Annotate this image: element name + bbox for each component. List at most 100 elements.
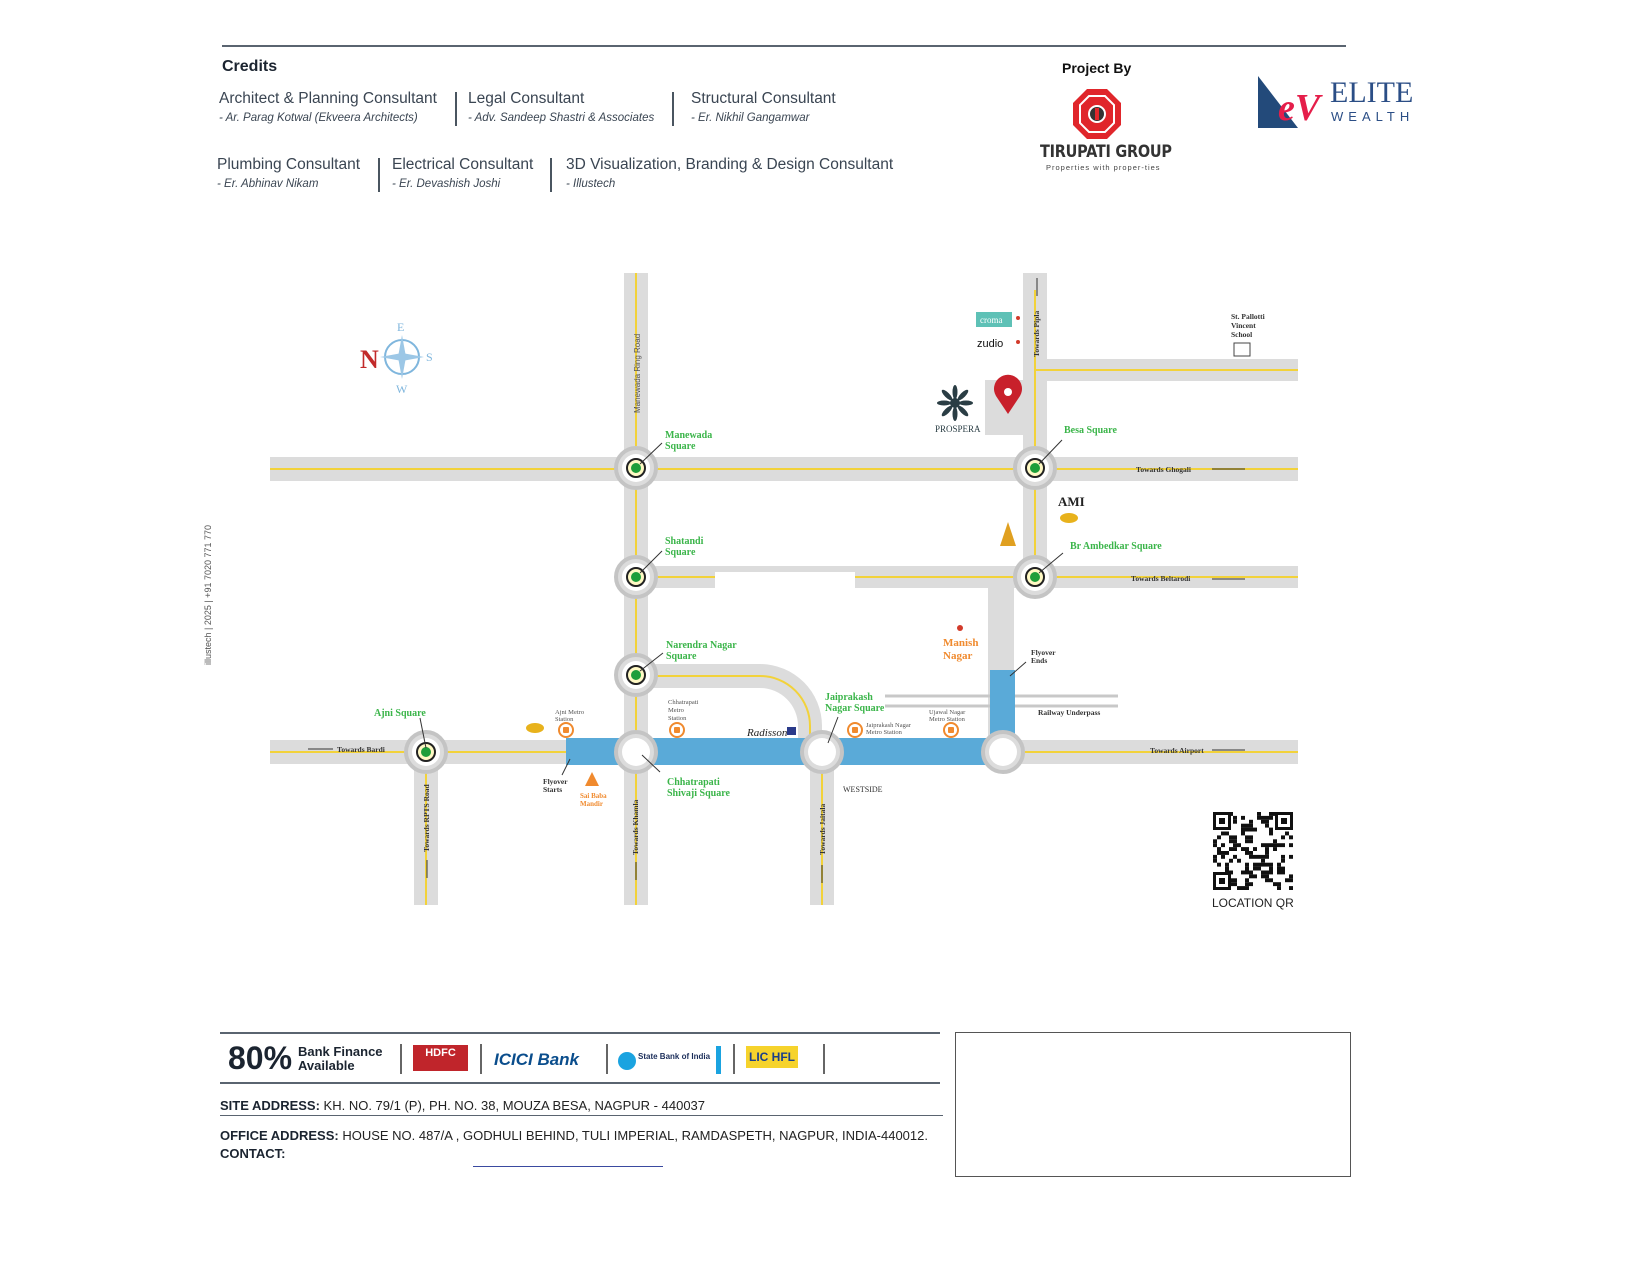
qr-module <box>1217 835 1221 840</box>
qr-module <box>1233 882 1237 887</box>
label-ajni-metro: Ajni Metro <box>555 709 584 716</box>
label-ajni-square: Ajni Square <box>374 708 426 719</box>
label-narendra-square: Narendra Nagar <box>666 640 737 651</box>
qr-module <box>1237 843 1241 848</box>
divider <box>455 92 457 126</box>
label-jaiprakash-square: Jaiprakash <box>825 692 873 703</box>
roundabout-icon <box>404 730 448 774</box>
qr-module <box>1217 862 1221 867</box>
qr-module <box>1221 851 1225 855</box>
metro-stations <box>558 722 959 738</box>
qr-module <box>1249 851 1253 855</box>
prospera-logo-text: PROSPERA <box>935 424 981 434</box>
label-chhatrapati-metro-2: Metro <box>668 707 684 714</box>
credit-name: - Illustech <box>566 178 616 190</box>
contact-link-underline[interactable] <box>473 1166 663 1167</box>
credits-title: Credits <box>222 58 278 75</box>
metro-station-icon <box>943 722 959 738</box>
label-chhatrapati-metro-3: Station <box>668 715 687 722</box>
qr-module <box>1245 882 1249 887</box>
road-curve <box>636 664 822 752</box>
developer-name: TIRUPATI GROUP <box>1040 142 1172 162</box>
project-by-label: Project By <box>1062 60 1132 76</box>
credit-electrical: Electrical Consultant - Er. Devashish Jo… <box>392 156 533 190</box>
label-school-2: Vincent <box>1231 321 1256 330</box>
qr-module <box>1245 839 1249 844</box>
qr-module <box>1265 843 1269 848</box>
hdfc-logo: HDFC <box>413 1045 468 1071</box>
qr-module <box>1217 851 1221 855</box>
qr-module <box>1265 819 1269 824</box>
label-manewada-ring-road: Manewada Ring Road <box>633 334 642 413</box>
qr-module <box>1269 866 1273 871</box>
zudio-logo-text: zudio <box>977 338 1003 350</box>
qr-module <box>1277 843 1281 848</box>
svg-text:eV: eV <box>1278 87 1323 128</box>
qr-module <box>1213 858 1217 863</box>
qr-module <box>1241 847 1245 851</box>
credit-name: - Er. Abhinav Nikam <box>217 178 319 190</box>
finance-top-rule <box>220 1032 940 1034</box>
qr-module <box>1221 854 1225 859</box>
qr-module <box>1257 812 1261 816</box>
site-address: SITE ADDRESS: KH. NO. 79/1 (P), PH. NO. … <box>220 1098 705 1113</box>
qr-module <box>1249 823 1253 828</box>
qr-module <box>1217 847 1221 851</box>
credit-structural: Structural Consultant - Er. Nikhil Ganga… <box>691 90 836 124</box>
elite-wealth-logo-icon: eV <box>1258 76 1323 128</box>
credit-role: 3D Visualization, Branding & Design Cons… <box>566 156 894 173</box>
label-ambedkar-square: Br Ambedkar Square <box>1070 541 1162 552</box>
credit-role: Architect & Planning Consultant <box>219 90 437 107</box>
qr-module <box>1261 858 1265 863</box>
qr-module <box>1269 843 1273 848</box>
qr-module <box>1281 870 1285 875</box>
divider <box>823 1044 825 1074</box>
label-towards-bardi: Towards Bardi <box>337 745 385 754</box>
divider <box>480 1044 482 1074</box>
office-address-value: HOUSE NO. 487/A , GODHULI BEHIND, TULI I… <box>342 1128 928 1143</box>
label-sai-baba: Sai Baba <box>580 792 607 800</box>
label-towards-khamla: Towards Khamla <box>631 799 640 855</box>
qr-module <box>1261 874 1265 879</box>
qr-module <box>1261 870 1265 875</box>
label-narendra-square-2: Square <box>666 651 697 662</box>
label-sai-baba-2: Mandir <box>580 800 603 808</box>
contact: CONTACT: <box>220 1146 285 1161</box>
roundabout-icon <box>981 730 1025 774</box>
qr-module <box>1257 815 1261 820</box>
qr-module <box>1253 874 1257 879</box>
qr-module <box>1233 815 1237 820</box>
divider <box>400 1044 402 1074</box>
empty-box <box>955 1032 1351 1177</box>
label-chhatrapati-square: Chhatrapati <box>667 777 720 788</box>
qr-module <box>1249 854 1253 859</box>
qr-module <box>1245 851 1249 855</box>
office-address: OFFICE ADDRESS: HOUSE NO. 487/A , GODHUL… <box>220 1128 928 1143</box>
radisson-logo-icon <box>787 727 796 735</box>
qr-module <box>1249 839 1253 844</box>
location-qr-code[interactable] <box>1213 812 1293 890</box>
label-towards-pipla: Towards Pipla <box>1032 311 1041 357</box>
credit-architect: Architect & Planning Consultant - Ar. Pa… <box>219 90 437 124</box>
qr-module <box>1273 843 1277 848</box>
qr-module <box>1245 886 1249 890</box>
divider <box>733 1044 735 1074</box>
svg-text:W: W <box>396 382 408 396</box>
qr-module <box>1253 854 1257 859</box>
finance-text-line: Available <box>298 1058 355 1073</box>
qr-module <box>1265 874 1269 879</box>
qr-module <box>1289 835 1293 840</box>
qr-module <box>1277 882 1281 887</box>
qr-module <box>1269 831 1273 836</box>
compass-icon: N E S W <box>360 320 433 396</box>
qr-module <box>1277 870 1281 875</box>
haldiram-logo-icon <box>526 723 544 733</box>
site-address-label: SITE ADDRESS: <box>220 1098 320 1113</box>
qr-module <box>1261 862 1265 867</box>
finance-text: Bank Finance Available <box>298 1045 383 1073</box>
qr-module <box>1229 847 1233 851</box>
divider <box>606 1044 608 1074</box>
qr-module <box>1277 862 1281 867</box>
qr-module <box>1245 835 1249 840</box>
qr-module <box>1289 854 1293 859</box>
